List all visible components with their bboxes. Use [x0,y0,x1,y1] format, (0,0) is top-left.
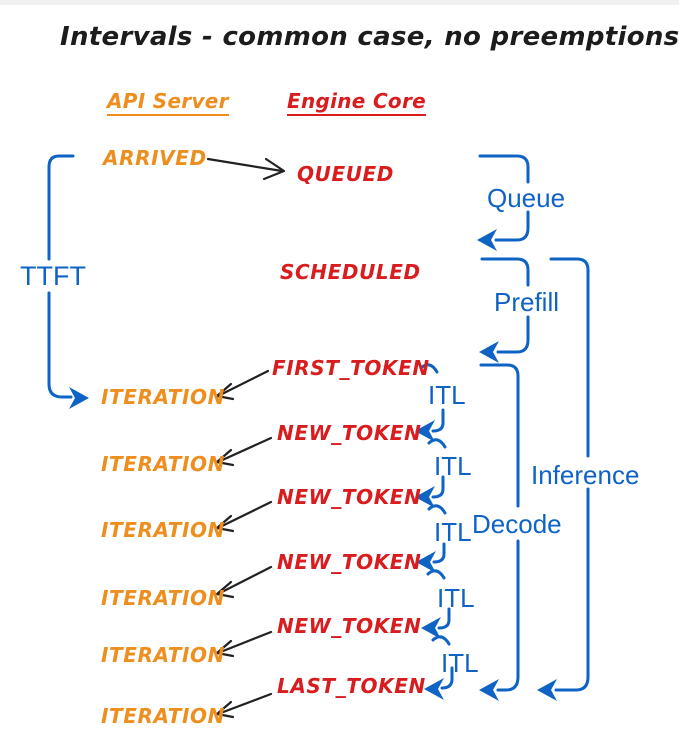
column-header-engine-core: Engine Core [287,91,426,116]
itl-hook-4 [421,569,451,639]
label-inference: Inference [531,460,640,490]
label-ttft: TTFT [20,261,86,291]
itl-hook-1 [415,363,445,442]
arrow-new-token-4-iteration [215,630,273,658]
event-scheduled: SCHEDULED [280,260,421,284]
label-itl-1: ITL [428,380,466,410]
diagram-title: Intervals - common case, no preemptions [60,22,679,52]
arrow-first-token-iteration [215,369,270,401]
arrow-new-token-2-iteration [215,500,273,533]
event-iteration-2: ITERATION [101,452,225,476]
decode-bracket [479,363,520,701]
label-prefill: Prefill [494,287,560,317]
label-itl-4: ITL [437,583,475,613]
event-iteration-1: ITERATION [101,385,225,409]
itl-hook-2 [415,438,447,508]
label-itl-5: ITL [441,648,479,678]
event-iteration-5: ITERATION [101,643,225,667]
event-new-token-1: NEW_TOKEN [277,421,422,445]
label-decode: Decode [472,509,562,539]
arrow-new-token-1-iteration [215,436,273,467]
event-iteration-3: ITERATION [101,518,225,542]
queue-bracket [477,154,530,251]
label-itl-2: ITL [434,451,472,481]
prefill-bracket [479,257,530,363]
inference-bracket [537,257,590,701]
label-itl-3: ITL [434,517,472,547]
event-iteration-4: ITERATION [101,586,225,610]
arrow-arrived-queued [206,157,286,181]
event-new-token-2: NEW_TOKEN [277,485,422,509]
arrow-new-token-3-iteration [215,565,273,599]
itl-hook-3 [416,504,447,573]
event-last-token: LAST_TOKEN [277,674,426,698]
label-queue: Queue [487,183,566,213]
event-new-token-4: NEW_TOKEN [277,614,422,638]
arrow-last-token-iteration [215,692,273,719]
event-arrived: ARRIVED [103,146,207,170]
event-first-token: FIRST_TOKEN [272,356,430,380]
itl-hook-5 [424,635,454,700]
event-new-token-3: NEW_TOKEN [277,550,422,574]
event-iteration-6: ITERATION [101,704,225,728]
event-queued: QUEUED [297,162,395,186]
column-header-api-server: API Server [107,91,229,116]
window-edge [0,0,679,5]
ttft-bracket [47,154,89,409]
